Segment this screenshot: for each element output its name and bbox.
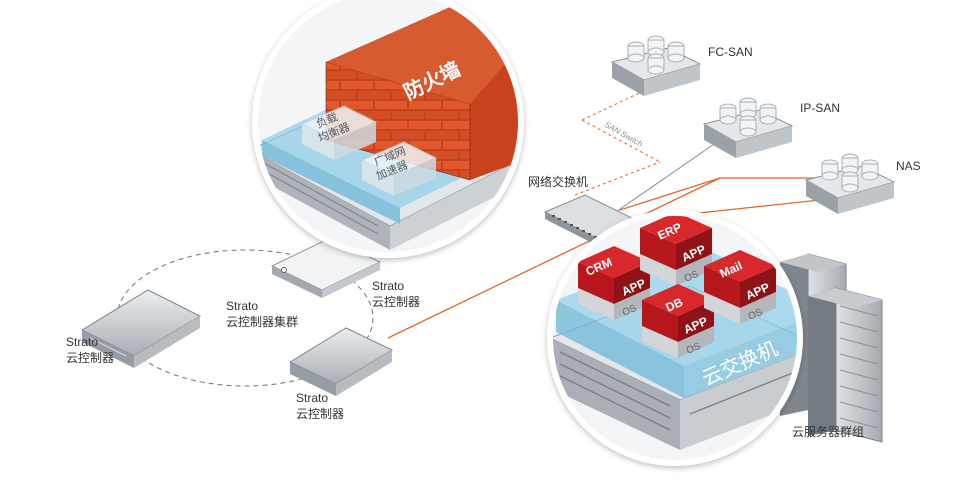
cluster-line1: Strato bbox=[226, 299, 258, 313]
ctrl-bottom-line2: 云控制器 bbox=[296, 407, 344, 421]
server-cluster-label: 云服务器群组 bbox=[792, 424, 864, 439]
ctrl-top-line2: 云控制器 bbox=[372, 295, 420, 309]
load-balancer-box bbox=[300, 105, 378, 160]
fc-san-array bbox=[610, 35, 702, 96]
fc-san-label: FC-SAN bbox=[708, 45, 753, 59]
ip-san-array bbox=[702, 97, 794, 158]
db-os: OS bbox=[685, 341, 703, 357]
nas-label: NAS bbox=[896, 159, 921, 173]
erp-stack bbox=[640, 216, 712, 286]
ctrl-top-line1: Strato bbox=[372, 279, 404, 293]
crm-os: OS bbox=[621, 303, 639, 319]
wan-accelerator-box bbox=[360, 141, 438, 196]
firewall-zoom: 防火墙 负载 均衡器 广域网 加速器 bbox=[252, 0, 524, 258]
crm-stack bbox=[578, 246, 650, 320]
erp-os: OS bbox=[683, 269, 701, 285]
cloud-switch-zoom: CRM APP OS ERP APP OS DB APP OS Mail APP… bbox=[547, 210, 803, 466]
network-switch-label: 网络交换机 bbox=[528, 174, 588, 189]
cluster-line2: 云控制器集群 bbox=[226, 314, 298, 329]
ctrl-bottom-line1: Strato bbox=[296, 391, 328, 405]
nas-array bbox=[804, 153, 896, 214]
mail-stack bbox=[704, 250, 776, 324]
controller-left bbox=[80, 289, 202, 368]
cluster-ring bbox=[116, 249, 374, 387]
ctrl-left-line1: Strato bbox=[66, 335, 98, 349]
ip-san-label: IP-SAN bbox=[800, 101, 840, 115]
controller-bottom bbox=[288, 327, 394, 396]
db-name: DB bbox=[664, 295, 686, 315]
mail-os: OS bbox=[747, 307, 765, 323]
ctrl-left-line2: 云控制器 bbox=[66, 351, 114, 365]
db-stack bbox=[642, 284, 714, 358]
